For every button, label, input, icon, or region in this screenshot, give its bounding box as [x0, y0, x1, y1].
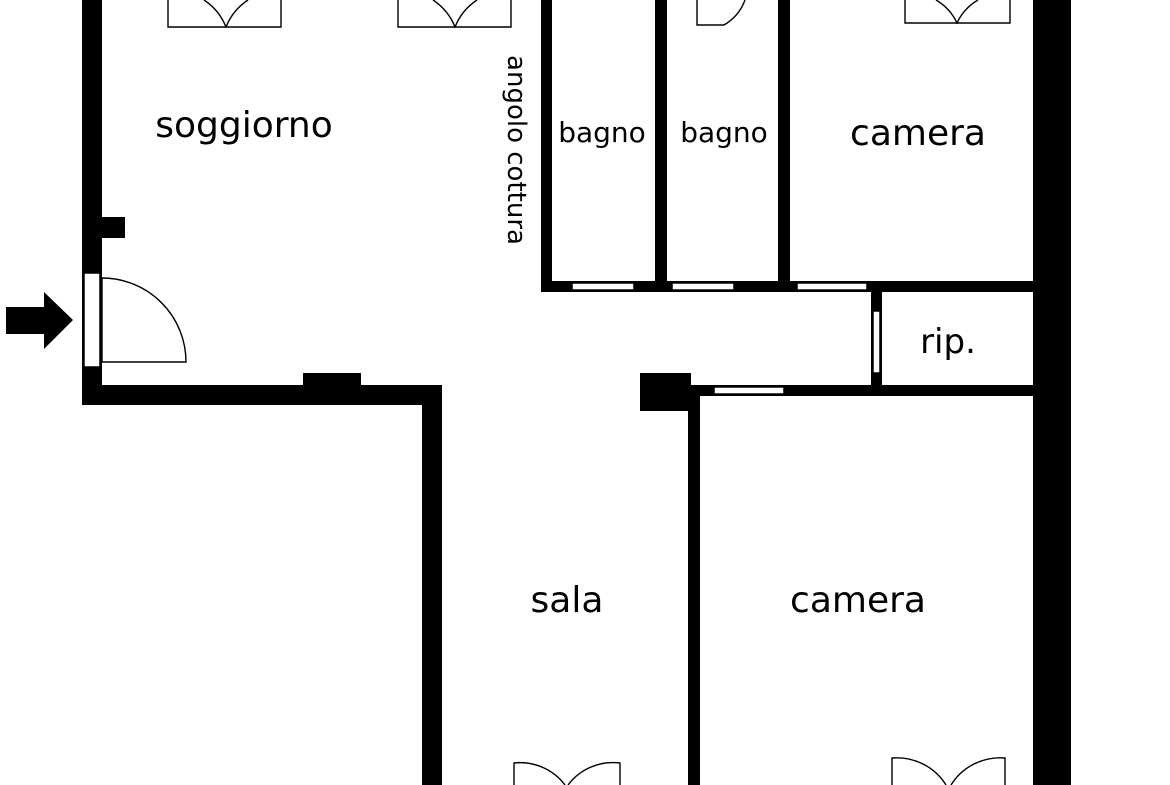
wall-block-bottom	[303, 373, 361, 387]
wall-bagno-divider	[655, 0, 667, 290]
camera-bottom-door-opening	[713, 386, 785, 395]
door-swings	[101, 0, 1011, 785]
room-label-ripostiglio: rip.	[920, 322, 976, 362]
wall-bagno2-camera	[778, 0, 790, 290]
window-swing-camera-top-2	[955, 0, 1011, 24]
room-label-angolo-cottura: angolo cottura	[501, 55, 531, 245]
wall-under-bathrooms	[541, 281, 1036, 292]
rip-door-opening	[872, 310, 881, 374]
wall-right-outer	[1033, 0, 1071, 785]
room-label-soggiorno: soggiorno	[155, 105, 333, 146]
window-swing-soggiorno-4	[453, 0, 512, 28]
window-swing-soggiorno-1	[167, 0, 228, 28]
room-label-camera-bottom: camera	[790, 580, 926, 621]
room-label-camera-top: camera	[850, 113, 986, 154]
walls	[82, 0, 1071, 785]
camera-top-door-opening	[796, 282, 868, 291]
window-swing-bagno2	[696, 0, 746, 26]
window-swing-sala-1	[513, 761, 566, 785]
window-swing-camera-bottom-2	[950, 757, 1006, 785]
window-swing-camera-top-1	[904, 0, 959, 24]
entrance-door-opening	[83, 272, 101, 368]
entrance-door-swing	[101, 277, 187, 363]
wall-pillar	[640, 373, 691, 411]
wall-left-sala	[422, 390, 442, 785]
arrow-right-icon	[6, 292, 73, 349]
wall-bottom-soggiorno	[82, 385, 442, 405]
window-swing-camera-bottom-1	[891, 757, 947, 785]
room-label-bagno-1: bagno	[558, 116, 646, 149]
window-swing-sala-2	[567, 761, 621, 785]
wall-nub-left	[100, 217, 125, 238]
room-label-bagno-2: bagno	[680, 116, 768, 149]
room-labels: soggiorno angolo cottura bagno bagno cam…	[155, 55, 986, 621]
wall-bagno1-left	[541, 0, 552, 290]
window-swing-soggiorno-3	[397, 0, 457, 28]
wall-camera-bottom-left	[688, 385, 700, 785]
wall-above-camera-bottom	[688, 385, 1036, 396]
bagno1-door-opening	[571, 282, 635, 291]
openings	[83, 272, 881, 395]
window-swing-soggiorno-2	[224, 0, 282, 28]
room-label-sala: sala	[531, 580, 604, 621]
bagno2-door-opening	[671, 282, 735, 291]
